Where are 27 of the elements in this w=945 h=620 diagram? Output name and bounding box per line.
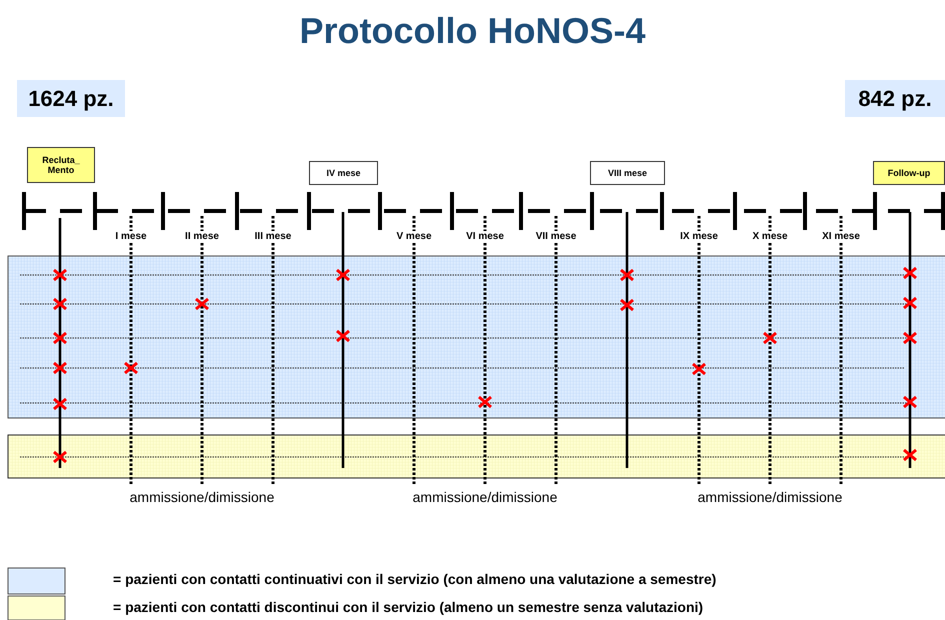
- box-label: Recluta_ Mento: [41, 155, 81, 175]
- month-label: XI mese: [821, 231, 861, 242]
- patient-count-box: [845, 80, 945, 117]
- timepoint-box: [309, 161, 378, 185]
- month-label: X mese: [751, 231, 789, 242]
- month-label: I mese: [114, 231, 148, 242]
- admission-discharge-label: ammissione/dimissione: [130, 489, 274, 505]
- box-label: Follow-up: [888, 168, 930, 178]
- box-label: IV mese: [326, 168, 361, 178]
- month-label: III mese: [254, 231, 292, 242]
- box-label: 1624 pz.: [28, 86, 114, 112]
- month-label: V mese: [395, 231, 433, 242]
- month-label: IX mese: [679, 231, 719, 242]
- month-label: VI mese: [465, 231, 505, 242]
- month-label: VII mese: [534, 231, 578, 242]
- timepoint-box: [27, 147, 95, 183]
- admission-discharge-label: ammissione/dimissione: [412, 489, 558, 505]
- patient-count-box: [17, 80, 125, 117]
- box-label: VIII mese: [608, 168, 648, 178]
- month-label: II mese: [184, 231, 220, 242]
- timepoint-box: [873, 161, 945, 185]
- title: Protocollo HoNOS-4: [298, 10, 646, 52]
- box-label: 842 pz.: [858, 86, 932, 112]
- legend-text: = pazienti con contatti continuativi con il servizio (con almeno una valutazione a semestre): [113, 571, 716, 587]
- timepoint-box: [590, 161, 665, 185]
- legend-text: = pazienti con contatti discontinui con il servizio (almeno un semestre senza valutazioni): [113, 599, 704, 615]
- admission-discharge-label: ammissione/dimissione: [698, 489, 842, 505]
